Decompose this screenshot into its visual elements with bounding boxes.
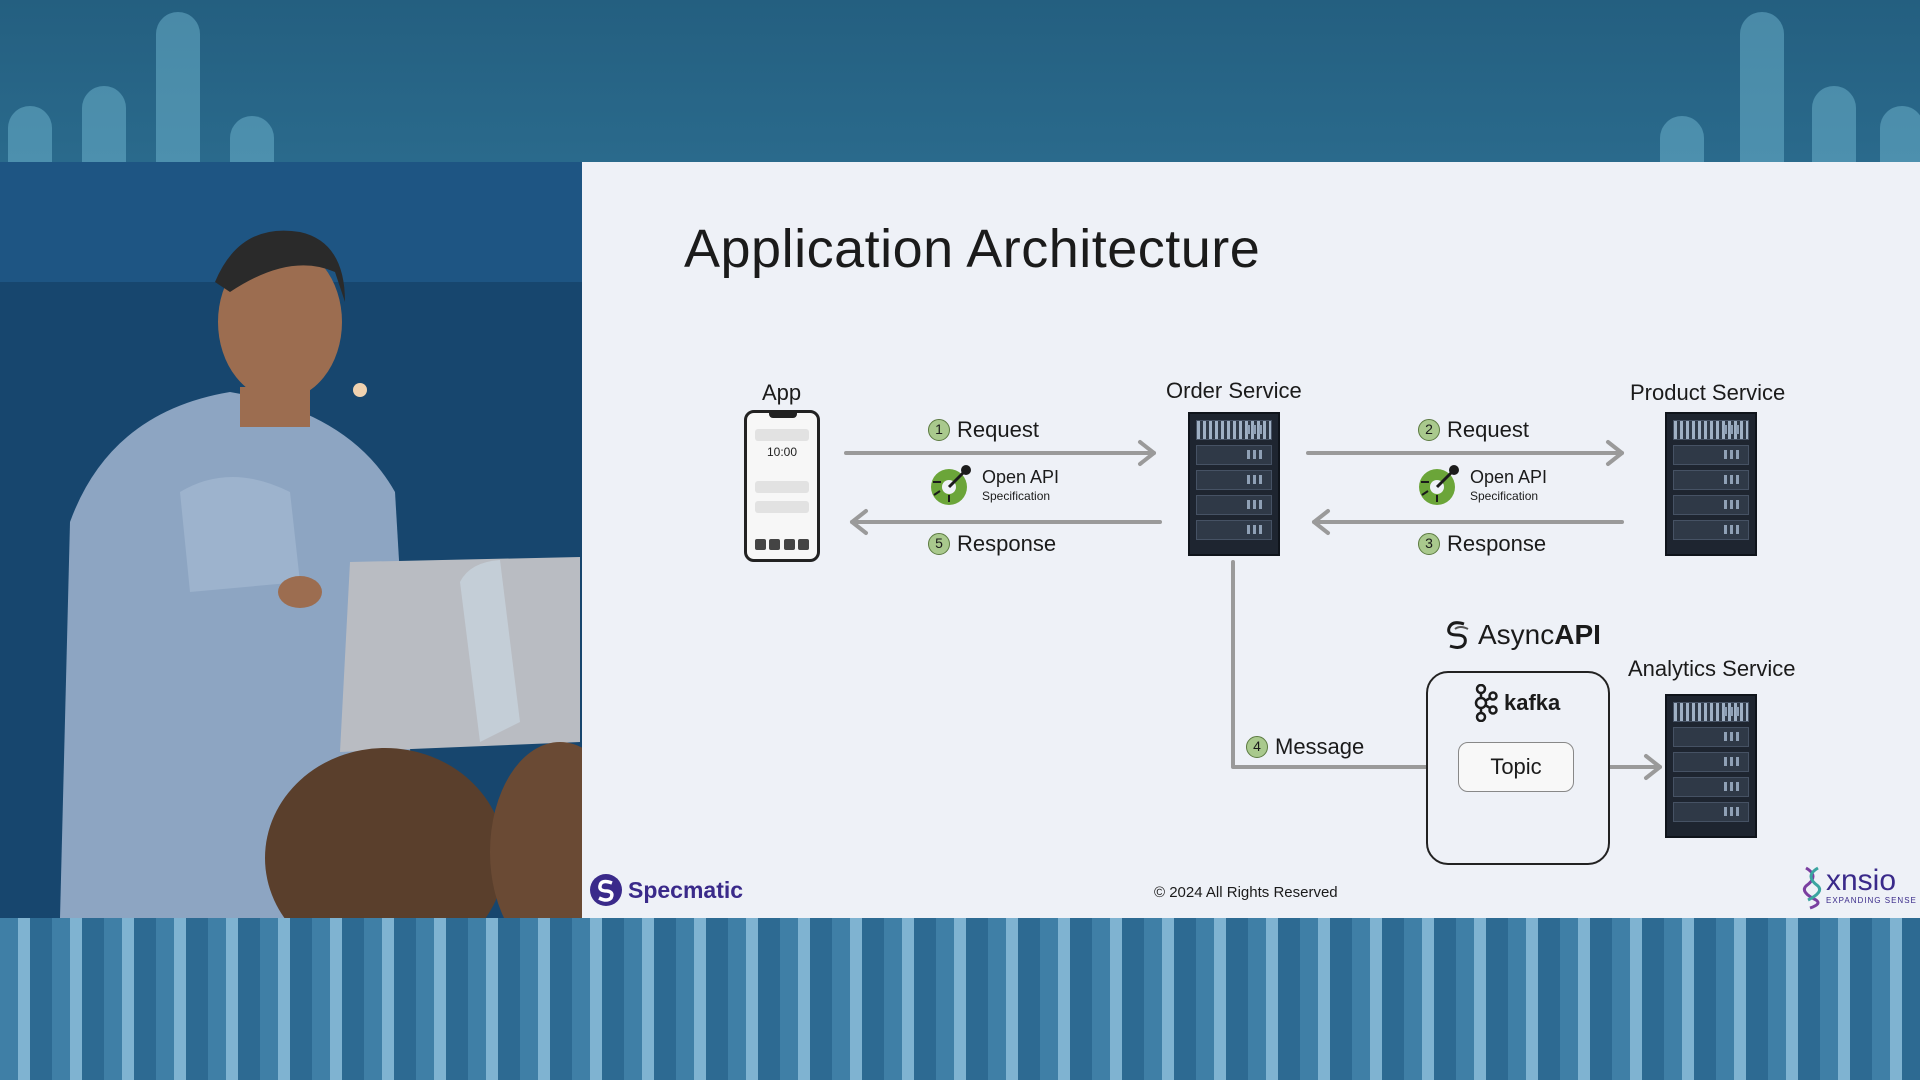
stage-light (156, 12, 200, 162)
presentation-slide: Application Architecture App Order Servi… (582, 162, 1920, 918)
specmatic-logo: Specmatic (588, 872, 743, 908)
flow-step-1: 1 Request (928, 417, 1039, 443)
kafka-topic: Topic (1458, 742, 1574, 792)
openapi-subtitle: Specification (1470, 489, 1539, 503)
flow-label: Message (1275, 734, 1365, 759)
kafka-label-text: kafka (1504, 690, 1561, 715)
copyright-notice: © 2024 All Rights Reserved (1154, 884, 1338, 901)
step-number-badge: 3 (1418, 533, 1440, 555)
stage-light (1740, 12, 1784, 162)
arrow-order-to-topic (1231, 560, 1456, 769)
xnsio-brand-text: xnsio (1826, 864, 1897, 897)
stage-light (1880, 106, 1920, 162)
openapi-subtitle: Specification (982, 489, 1051, 503)
openapi-title: Open API (1470, 467, 1548, 487)
xnsio-helix-icon (1802, 866, 1822, 910)
flow-step-4: 4 Message (1246, 734, 1364, 760)
phone-clock: 10:00 (766, 445, 798, 459)
mobile-app-phone-icon: 10:00 (744, 410, 820, 562)
slide-title: Application Architecture (684, 219, 1261, 279)
flow-label: Response (957, 531, 1057, 556)
specmatic-icon (590, 874, 622, 906)
openapi-spec-right: Open API Specification (1416, 462, 1547, 508)
xnsio-logo: xnsio EXPANDING SENSE (1802, 866, 1917, 910)
flow-step-5: 5 Response (928, 531, 1056, 557)
openapi-spec-left: Open API Specification (928, 462, 1059, 508)
stage-background-bottom (0, 918, 1920, 1080)
flow-label: Request (957, 417, 1039, 442)
openapi-logo-icon (931, 465, 971, 505)
stage-light (8, 106, 52, 162)
kafka-logo: kafka (1472, 684, 1560, 722)
product-service-label: Product Service (1630, 380, 1786, 405)
speaker-illustration (0, 162, 582, 918)
stage-light (1660, 116, 1704, 162)
stage-background-top (0, 0, 1920, 162)
asyncapi-prefix: Async (1478, 619, 1555, 650)
stage-light (1812, 86, 1856, 162)
analytics-service-label: Analytics Service (1628, 656, 1796, 681)
asyncapi-icon (1447, 621, 1469, 649)
product-service-server-icon (1665, 412, 1757, 556)
speaker-video (0, 162, 582, 918)
flow-step-3: 3 Response (1418, 531, 1546, 557)
flow-step-2: 2 Request (1418, 417, 1529, 443)
step-number-badge: 5 (928, 533, 950, 555)
app-label: App (762, 380, 802, 405)
order-service-label: Order Service (1166, 378, 1302, 403)
step-number-badge: 1 (928, 419, 950, 441)
step-number-badge: 2 (1418, 419, 1440, 441)
kafka-icon (1474, 684, 1498, 722)
step-number-badge: 4 (1246, 736, 1268, 758)
flow-label: Request (1447, 417, 1529, 442)
stage-light (82, 86, 126, 162)
order-service-server-icon (1188, 412, 1280, 556)
analytics-service-server-icon (1665, 694, 1757, 838)
stage-light (230, 116, 274, 162)
flow-label: Response (1447, 531, 1547, 556)
openapi-logo-icon (1419, 465, 1459, 505)
asyncapi-suffix: API (1554, 619, 1601, 650)
specmatic-brand-text: Specmatic (628, 876, 744, 903)
diagram-connectors (844, 440, 1662, 780)
openapi-title: Open API (982, 467, 1060, 487)
xnsio-tagline: EXPANDING SENSE (1826, 896, 1917, 905)
